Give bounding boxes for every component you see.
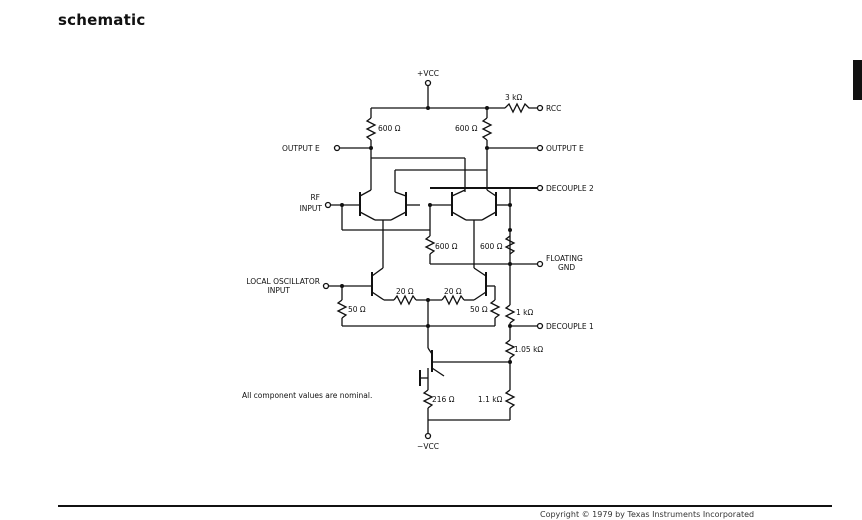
decouple-1-terminal [536, 322, 544, 330]
lo-input-terminal [322, 282, 330, 290]
r-216-label: 216 Ω [432, 395, 455, 404]
resistor-20-left [393, 294, 417, 306]
rcc-terminal [536, 104, 544, 112]
decouple-1-label: DECOUPLE 1 [546, 322, 594, 331]
resistor-600-left [365, 117, 377, 141]
decouple-2-terminal [536, 184, 544, 192]
vcc-negative-label: −VCC [417, 442, 439, 451]
r-600-mid-left-label: 600 Ω [435, 242, 458, 251]
decouple-2-label: DECOUPLE 2 [546, 184, 594, 193]
rf-input-label-line2: INPUT [300, 204, 323, 213]
r-1-05k-label: 1.05 kΩ [514, 345, 543, 354]
output-e-left-label: OUTPUT E [282, 144, 320, 153]
r-50-left-label: 50 Ω [348, 305, 366, 314]
floating-gnd-terminal [536, 260, 544, 268]
r-600-mid-right-label: 600 Ω [480, 242, 503, 251]
resistor-3k [504, 102, 537, 114]
resistor-1-05k [504, 339, 516, 359]
r-600-left-label: 600 Ω [378, 124, 401, 133]
vcc-negative-terminal [424, 432, 432, 440]
r-20-right-label: 20 Ω [444, 287, 462, 296]
resistor-50-right [489, 299, 501, 319]
r-20-left-label: 20 Ω [396, 287, 414, 296]
rcc-label: RCC [546, 104, 561, 113]
r-50-right-label: 50 Ω [470, 305, 488, 314]
resistor-1-1k [504, 389, 516, 409]
rf-input-label-line1: RF [310, 193, 320, 202]
vcc-top-label: +VCC [417, 69, 439, 78]
section-heading: schematic [58, 11, 146, 29]
r-3k-label: 3 kΩ [505, 93, 522, 102]
resistor-600-right [481, 117, 493, 141]
floating-gnd-label-line2: GND [558, 263, 575, 272]
r-1-1k-label: 1.1 kΩ [478, 395, 503, 404]
vcc-terminal [424, 79, 432, 87]
floating-gnd-label-line1: FLOATING [546, 254, 583, 263]
circuit-wiring [322, 79, 544, 440]
resistor-50-left [336, 299, 348, 319]
resistor-216 [422, 389, 434, 409]
resistor-20-right [441, 294, 465, 306]
component-note: All component values are nominal. [242, 391, 372, 400]
r-600-right-label: 600 Ω [455, 124, 478, 133]
resistor-600-mid-right [504, 235, 516, 255]
rf-input-terminal [324, 201, 332, 209]
output-e-right-label: OUTPUT E [546, 144, 584, 153]
lo-input-label-line2: INPUT [268, 286, 291, 295]
resistor-600-mid-left [424, 235, 436, 255]
resistor-1k [504, 304, 516, 324]
footer-rule [58, 505, 832, 507]
lo-input-label-line1: LOCAL OSCILLATOR [246, 277, 320, 286]
r-1k-label: 1 kΩ [516, 308, 533, 317]
output-e-right-terminal [536, 144, 544, 152]
edge-tab-marker [853, 60, 862, 100]
copyright-text: Copyright © 1979 by Texas Instruments In… [540, 510, 755, 519]
